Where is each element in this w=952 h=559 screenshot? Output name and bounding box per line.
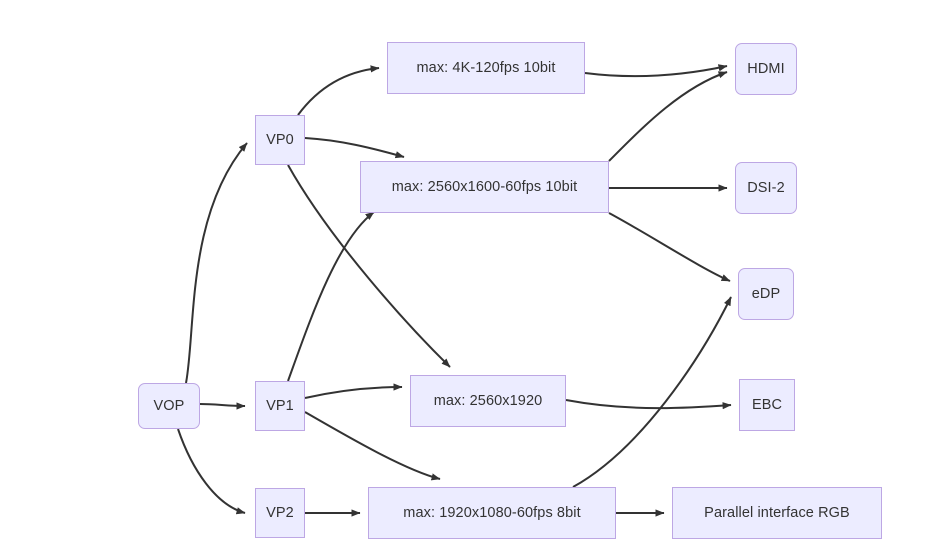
node-vp0[interactable]: VP0: [255, 115, 305, 165]
node-ebc[interactable]: EBC: [739, 379, 795, 431]
node-label: max: 1920x1080-60fps 8bit: [403, 504, 581, 521]
edge-vop-to-vp2: [177, 428, 246, 515]
node-m1920x1080[interactable]: max: 1920x1080-60fps 8bit: [368, 487, 616, 539]
node-label: VP2: [266, 504, 294, 521]
node-edp[interactable]: eDP: [738, 268, 794, 320]
node-dsi2[interactable]: DSI-2: [735, 162, 797, 214]
edge-vp0-to-m2560x1600: [304, 137, 405, 159]
edge-m1920x1080-to-edp: [572, 296, 732, 488]
node-label: max: 2560x1600-60fps 10bit: [391, 178, 578, 195]
node-label: HDMI: [747, 60, 785, 77]
node-label: Parallel interface RGB: [704, 504, 850, 521]
node-m2560x1920[interactable]: max: 2560x1920: [410, 375, 566, 427]
edge-vop-to-vp0: [185, 142, 248, 384]
edge-vop-to-vp1: [199, 402, 246, 410]
node-label: VOP: [153, 397, 185, 414]
node-label: max: 2560x1920: [433, 392, 543, 409]
node-prgb[interactable]: Parallel interface RGB: [672, 487, 882, 539]
node-label: EBC: [751, 396, 783, 413]
node-vp2[interactable]: VP2: [255, 488, 305, 538]
edge-vp1-to-m2560x1600: [287, 211, 375, 382]
edge-m2560x1600-to-hdmi: [608, 71, 728, 162]
edge-m2560x1920-to-ebc: [565, 399, 732, 410]
node-vop[interactable]: VOP: [138, 383, 200, 429]
node-label: eDP: [751, 285, 781, 302]
node-label: VP0: [266, 131, 294, 148]
edge-m4k-to-hdmi: [584, 64, 728, 78]
edge-vp0-to-m4k: [297, 65, 380, 116]
node-label: max: 4K-120fps 10bit: [416, 59, 556, 76]
node-m4k[interactable]: max: 4K-120fps 10bit: [387, 42, 585, 94]
node-m2560x1600[interactable]: max: 2560x1600-60fps 10bit: [360, 161, 609, 213]
edge-vp1-to-m2560x1920: [304, 383, 403, 399]
edge-m2560x1600-to-edp: [608, 212, 731, 282]
node-vp1[interactable]: VP1: [255, 381, 305, 431]
node-label: DSI-2: [747, 179, 785, 196]
node-hdmi[interactable]: HDMI: [735, 43, 797, 95]
node-label: VP1: [266, 397, 294, 414]
